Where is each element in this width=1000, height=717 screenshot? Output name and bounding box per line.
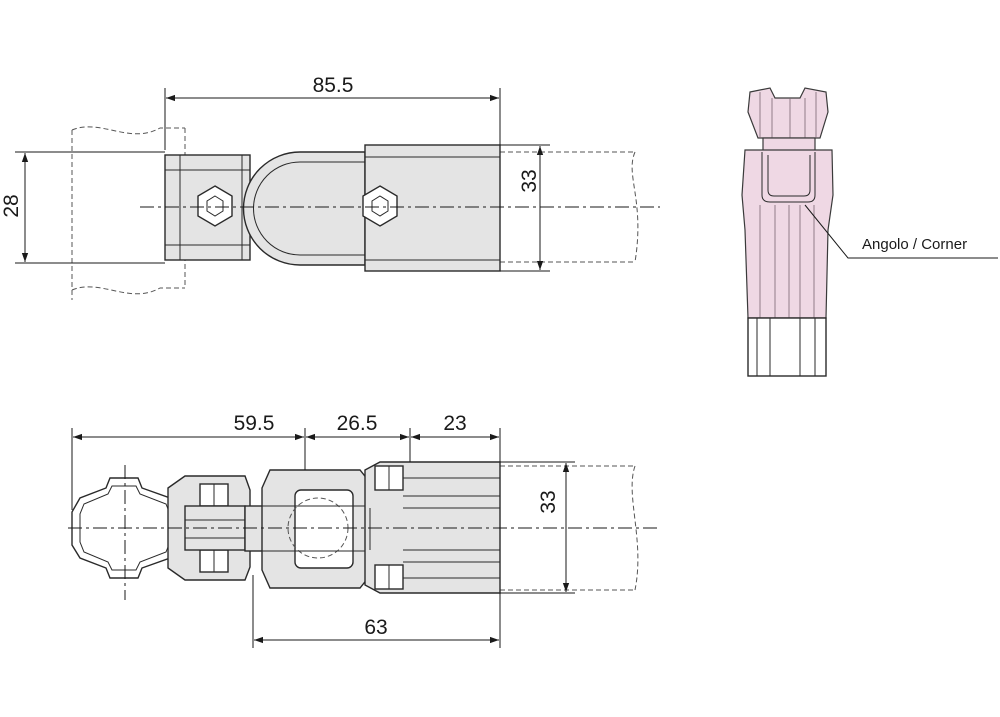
dimension-33-top: 33 [500, 144, 550, 272]
top-view: 85.5 28 33 [0, 74, 660, 300]
bottom-hinge [244, 469, 369, 589]
side-view: Angolo / Corner [741, 87, 998, 377]
dimension-33-bottom: 33 [500, 461, 575, 594]
callout-leader [804, 204, 998, 259]
dimension-28: 28 [0, 151, 165, 264]
dimension-label: 33 [537, 490, 560, 513]
dimension-63: 63 [252, 575, 501, 648]
dimension-label: 63 [364, 616, 387, 639]
hex-bolt-icon [362, 185, 398, 227]
dimension-label: 33 [518, 169, 541, 192]
dimension-label: 85.5 [313, 74, 354, 97]
dimension-label: 59.5 [234, 412, 275, 435]
bottom-view: 59.5 26.5 23 33 63 [68, 412, 660, 648]
dimension-85-5: 85.5 [164, 74, 501, 150]
bottom-right-sleeve [364, 461, 501, 594]
dimension-label: 28 [0, 194, 23, 217]
top-hinge-plate [242, 151, 366, 266]
callout-label: Angolo / Corner [862, 236, 967, 253]
dimension-label: 23 [443, 412, 466, 435]
dimension-chain: 59.5 26.5 23 [71, 412, 501, 510]
top-right-phantom-tube [500, 151, 639, 263]
dimension-label: 26.5 [337, 412, 378, 435]
hex-bolt-icon [197, 185, 233, 227]
